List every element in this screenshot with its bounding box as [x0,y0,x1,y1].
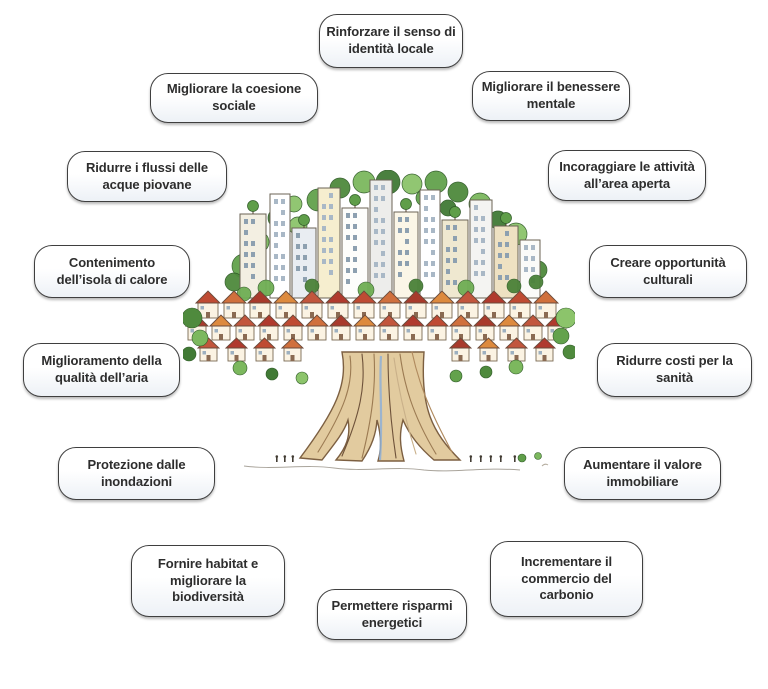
benefit-bubble-valore-immobiliare: Aumentare il valore immobiliare [564,447,721,500]
benefit-bubble-isola-di-calore: Contenimento dell’isola di calore [34,245,190,298]
benefit-bubble-habitat-biodiversita: Fornire habitat e migliorare la biodiver… [131,545,285,617]
benefit-bubble-risparmi-energetici: Permettere risparmi energetici [317,589,467,640]
benefit-bubble-qualita-aria: Miglioramento della qualità dell’aria [23,343,180,397]
benefit-bubble-coesione-sociale: Migliorare la coesione sociale [150,73,318,123]
benefit-bubble-opportunita-culturali: Creare opportunità culturali [589,245,747,298]
benefit-bubble-inondazioni: Protezione dalle inondazioni [58,447,215,500]
benefit-bubble-commercio-carbonio: Incrementare il commercio del carbonio [490,541,643,617]
benefit-bubble-identita-locale: Rinforzare il senso di identità locale [319,14,463,68]
benefit-bubble-benessere-mentale: Migliorare il benessere mentale [472,71,630,121]
benefit-bubble-costi-sanita: Ridurre costi per la sanità [597,343,752,397]
benefit-bubble-acque-piovane: Ridurre i flussi delle acque piovane [67,151,227,202]
urban-tree-city-illustration [183,170,575,472]
benefit-bubble-attivita-area-aperta: Incoraggiare le attività all’area aperta [548,150,706,201]
